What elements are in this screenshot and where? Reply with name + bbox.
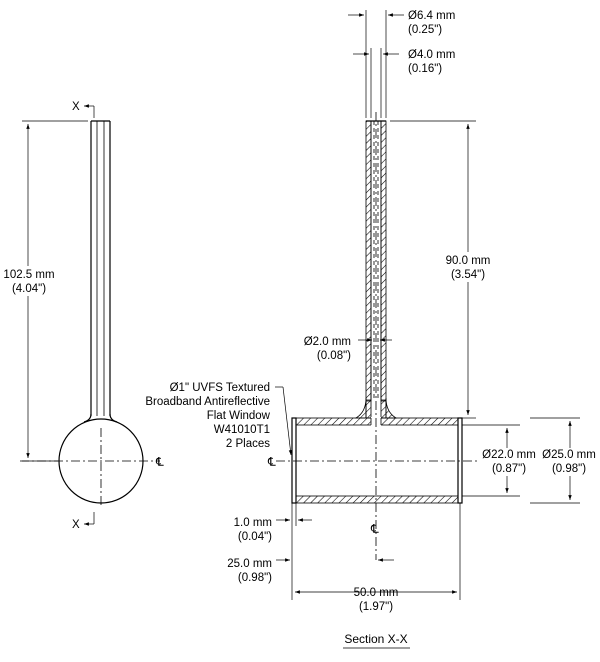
dim-window-offset-mm: 25.0 mm — [227, 558, 272, 570]
window-right — [457, 417, 463, 504]
window-note-line-1: Ø1" UVFS Textured — [170, 382, 270, 394]
section-marker-top: X — [72, 101, 80, 113]
dim-window-thickness-mm: 1.0 mm — [234, 517, 272, 529]
dim-inner-tube-mm: Ø4.0 mm — [408, 49, 455, 61]
window-note-line-2: Broadband Antireflective — [145, 396, 270, 408]
section-marker-bottom: X — [72, 519, 80, 531]
dim-inner-diameter-mm: Ø22.0 mm — [482, 449, 536, 461]
window-note-line-4: W41010T1 — [214, 424, 270, 436]
left-height-in: (4.04") — [12, 283, 46, 295]
right-view: ℄ ℄ Ø6.4 mm (0.25") Ø4.0 mm (0.16") 90.0… — [145, 10, 598, 649]
dim-channel-mm: Ø2.0 mm — [304, 336, 351, 348]
dim-channel-in: (0.08") — [317, 350, 351, 362]
dim-outer-tube-mm: Ø6.4 mm — [408, 10, 455, 22]
window-note-line-3: Flat Window — [207, 410, 271, 422]
stem-wall-right — [380, 120, 387, 402]
dim-body-length-mm: 50.0 mm — [354, 587, 399, 599]
dim-window-thickness-in: (0.04") — [238, 531, 272, 543]
body-bottom-wall — [295, 495, 459, 504]
stem-wall-left — [365, 120, 372, 402]
dim-inner-tube-in: (0.16") — [408, 63, 442, 75]
window-left — [291, 417, 297, 504]
dim-body-length-in: (1.97") — [359, 601, 393, 613]
dim-outer-diameter-in: (0.98") — [552, 463, 586, 475]
dim-outer-tube-in: (0.25") — [408, 24, 442, 36]
left-height-mm: 102.5 mm — [3, 269, 54, 281]
body-centerline-symbol-bottom: ℄ — [370, 522, 379, 536]
left-view: ℄ X X 102.5 mm (4.04") — [2, 101, 164, 531]
dim-stem-length-in: (3.54") — [451, 269, 485, 281]
dim-window-offset-in: (0.98") — [238, 572, 272, 584]
window-note-line-5: 2 Places — [226, 438, 270, 450]
dim-inner-diameter-in: (0.87") — [492, 463, 526, 475]
dim-stem-length-mm: 90.0 mm — [446, 255, 491, 267]
dim-outer-diameter-mm: Ø25.0 mm — [542, 449, 596, 461]
left-centerline-symbol: ℄ — [155, 455, 164, 469]
section-title: Section X-X — [344, 632, 407, 646]
window-note-leader — [282, 386, 293, 456]
body-centerline-symbol-left: ℄ — [267, 455, 276, 469]
